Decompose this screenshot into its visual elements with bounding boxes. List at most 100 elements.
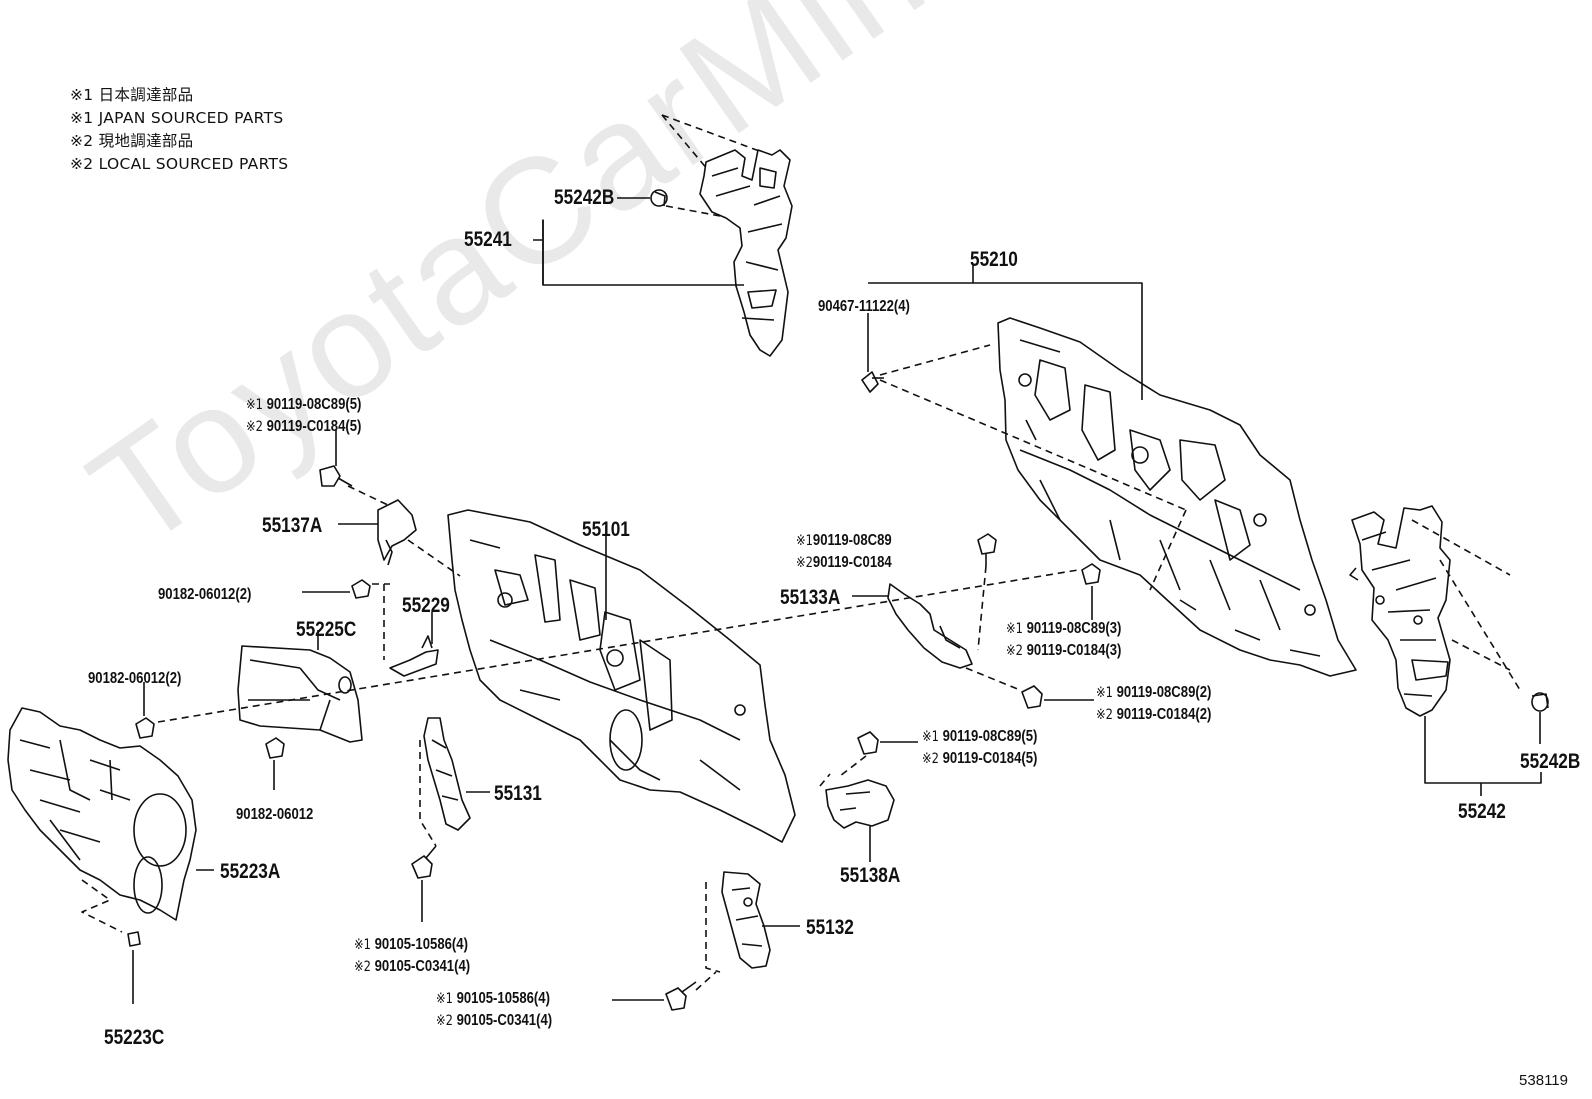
label-b4-line1: ※1 90119-08C89(2): [1096, 684, 1211, 702]
label-55210: 55210: [970, 248, 1018, 271]
legend-line-1: ※1 日本調達部品: [70, 86, 194, 104]
bolt-b1: [319, 465, 353, 487]
part-55101-shape: [447, 509, 796, 843]
mark: ※2: [922, 751, 939, 767]
part-55225C-shape: [237, 645, 363, 743]
guides-55138A: [819, 755, 867, 787]
partno: 90119-08C89(2): [1116, 684, 1212, 701]
partno: 90119-08C89: [812, 532, 892, 549]
label-90182-c: 90182-06012: [236, 806, 314, 823]
label-b1-line2: ※2 90119-C0184(5): [246, 418, 361, 436]
part-55210-shape: [997, 317, 1357, 677]
guides-55223A: [81, 879, 123, 933]
bolt-b6: [411, 845, 437, 879]
label-b1-line1: ※1 90119-08C89(5): [246, 396, 361, 414]
mark: ※2: [246, 419, 263, 435]
mark: ※2: [796, 555, 813, 571]
part-55223A-shape: [7, 707, 197, 921]
clip-55242B-top: [650, 189, 668, 207]
label-b6-line2: ※2 90105-C0341(4): [354, 958, 470, 976]
label-55223A: 55223A: [220, 860, 281, 883]
label-b7-line2: ※2 90105-C0341(4): [436, 1012, 552, 1030]
clip-55223C: [127, 931, 141, 947]
mark: ※2: [1096, 707, 1113, 723]
partno: 90119-C0184(5): [266, 418, 362, 435]
label-55225C: 55225C: [296, 618, 357, 641]
label-90182-b: 90182-06012(2): [88, 670, 182, 687]
partno: 90119-C0184(3): [1026, 642, 1122, 659]
label-b3-line2: ※2 90119-C0184(3): [1006, 642, 1121, 660]
mark: ※1: [436, 991, 453, 1007]
label-b5-line1: ※1 90119-08C89(5): [922, 728, 1037, 746]
leader-55210: [868, 282, 1143, 400]
leader-55241: [533, 219, 744, 286]
label-55229: 55229: [402, 594, 450, 617]
leader-55242: [1424, 716, 1542, 784]
bolt-b2: [977, 533, 997, 566]
partno: 90119-08C89(5): [266, 396, 362, 413]
mark: ※1: [1006, 621, 1023, 637]
partno: 90105-10586(4): [456, 990, 550, 1007]
partno: 90105-C0341(4): [374, 958, 471, 975]
legend-line-2: ※1 JAPAN SOURCED PARTS: [70, 109, 284, 127]
part-55137A-shape: [377, 499, 417, 566]
label-55101: 55101: [582, 518, 630, 541]
part-55210-guides: [879, 344, 1187, 591]
mark: ※1: [354, 937, 371, 953]
bolt-b5: [857, 731, 879, 755]
nut-90182-a: [351, 579, 371, 599]
guides-55133A: [965, 565, 1021, 691]
part-55132-shape: [721, 871, 771, 969]
partno: 90119-08C89(5): [942, 728, 1038, 745]
partno: 90119-C0184(2): [1116, 706, 1212, 723]
label-55223C: 55223C: [104, 1026, 165, 1049]
label-b2-line2: ※290119-C0184: [796, 554, 892, 572]
mark: ※2: [354, 959, 371, 975]
legend: ※1 日本調達部品 ※1 JAPAN SOURCED PARTS ※2 現地調達…: [70, 84, 288, 176]
part-55242-shape: [1349, 505, 1451, 717]
guides-55229: [372, 583, 390, 660]
nut-90182-c: [265, 737, 285, 759]
mark: ※2: [436, 1013, 453, 1029]
label-55132: 55132: [806, 916, 854, 939]
part-55241-shape: [699, 149, 793, 357]
clip-55242B-right: [1531, 692, 1549, 712]
label-55241: 55241: [464, 228, 512, 251]
label-b3-line1: ※1 90119-08C89(3): [1006, 620, 1121, 638]
partno: 90119-C0184: [812, 554, 892, 571]
guides-55137A: [347, 485, 461, 577]
mark: ※1: [922, 729, 939, 745]
bolt-b3: [1081, 563, 1101, 585]
label-90182-a: 90182-06012(2): [158, 586, 252, 603]
partno: 90105-C0341(4): [456, 1012, 553, 1029]
part-55138A-shape: [825, 779, 895, 829]
part-55133A-shape: [887, 583, 973, 669]
legend-line-3: ※2 現地調達部品: [70, 132, 194, 150]
label-b7-line1: ※1 90105-10586(4): [436, 990, 550, 1008]
mark: ※1: [796, 533, 813, 549]
label-55133A: 55133A: [780, 586, 841, 609]
label-b2-line1: ※190119-08C89: [796, 532, 892, 550]
legend-line-4: ※2 LOCAL SOURCED PARTS: [70, 155, 289, 173]
mark: ※1: [246, 397, 263, 413]
label-b5-line2: ※2 90119-C0184(5): [922, 750, 1037, 768]
nut-90182-b: [135, 717, 155, 739]
label-55242B-top: 55242B: [554, 186, 615, 209]
bolt-b7: [665, 981, 697, 1011]
diagram-reference-number: 538119: [1519, 1072, 1568, 1089]
label-b4-line2: ※2 90119-C0184(2): [1096, 706, 1211, 724]
label-b6-line1: ※1 90105-10586(4): [354, 936, 468, 954]
guides-55131: [419, 740, 437, 847]
mark: ※2: [1006, 643, 1023, 659]
clip-90467: [861, 371, 884, 393]
partno: 90105-10586(4): [374, 936, 468, 953]
label-55242B-right: 55242B: [1520, 750, 1581, 773]
guides-55132: [695, 882, 721, 991]
label-55242: 55242: [1458, 800, 1506, 823]
label-55137A: 55137A: [262, 514, 323, 537]
partno: 90119-08C89(3): [1026, 620, 1122, 637]
part-55241-guides: [661, 114, 763, 217]
partno: 90119-C0184(5): [942, 750, 1038, 767]
